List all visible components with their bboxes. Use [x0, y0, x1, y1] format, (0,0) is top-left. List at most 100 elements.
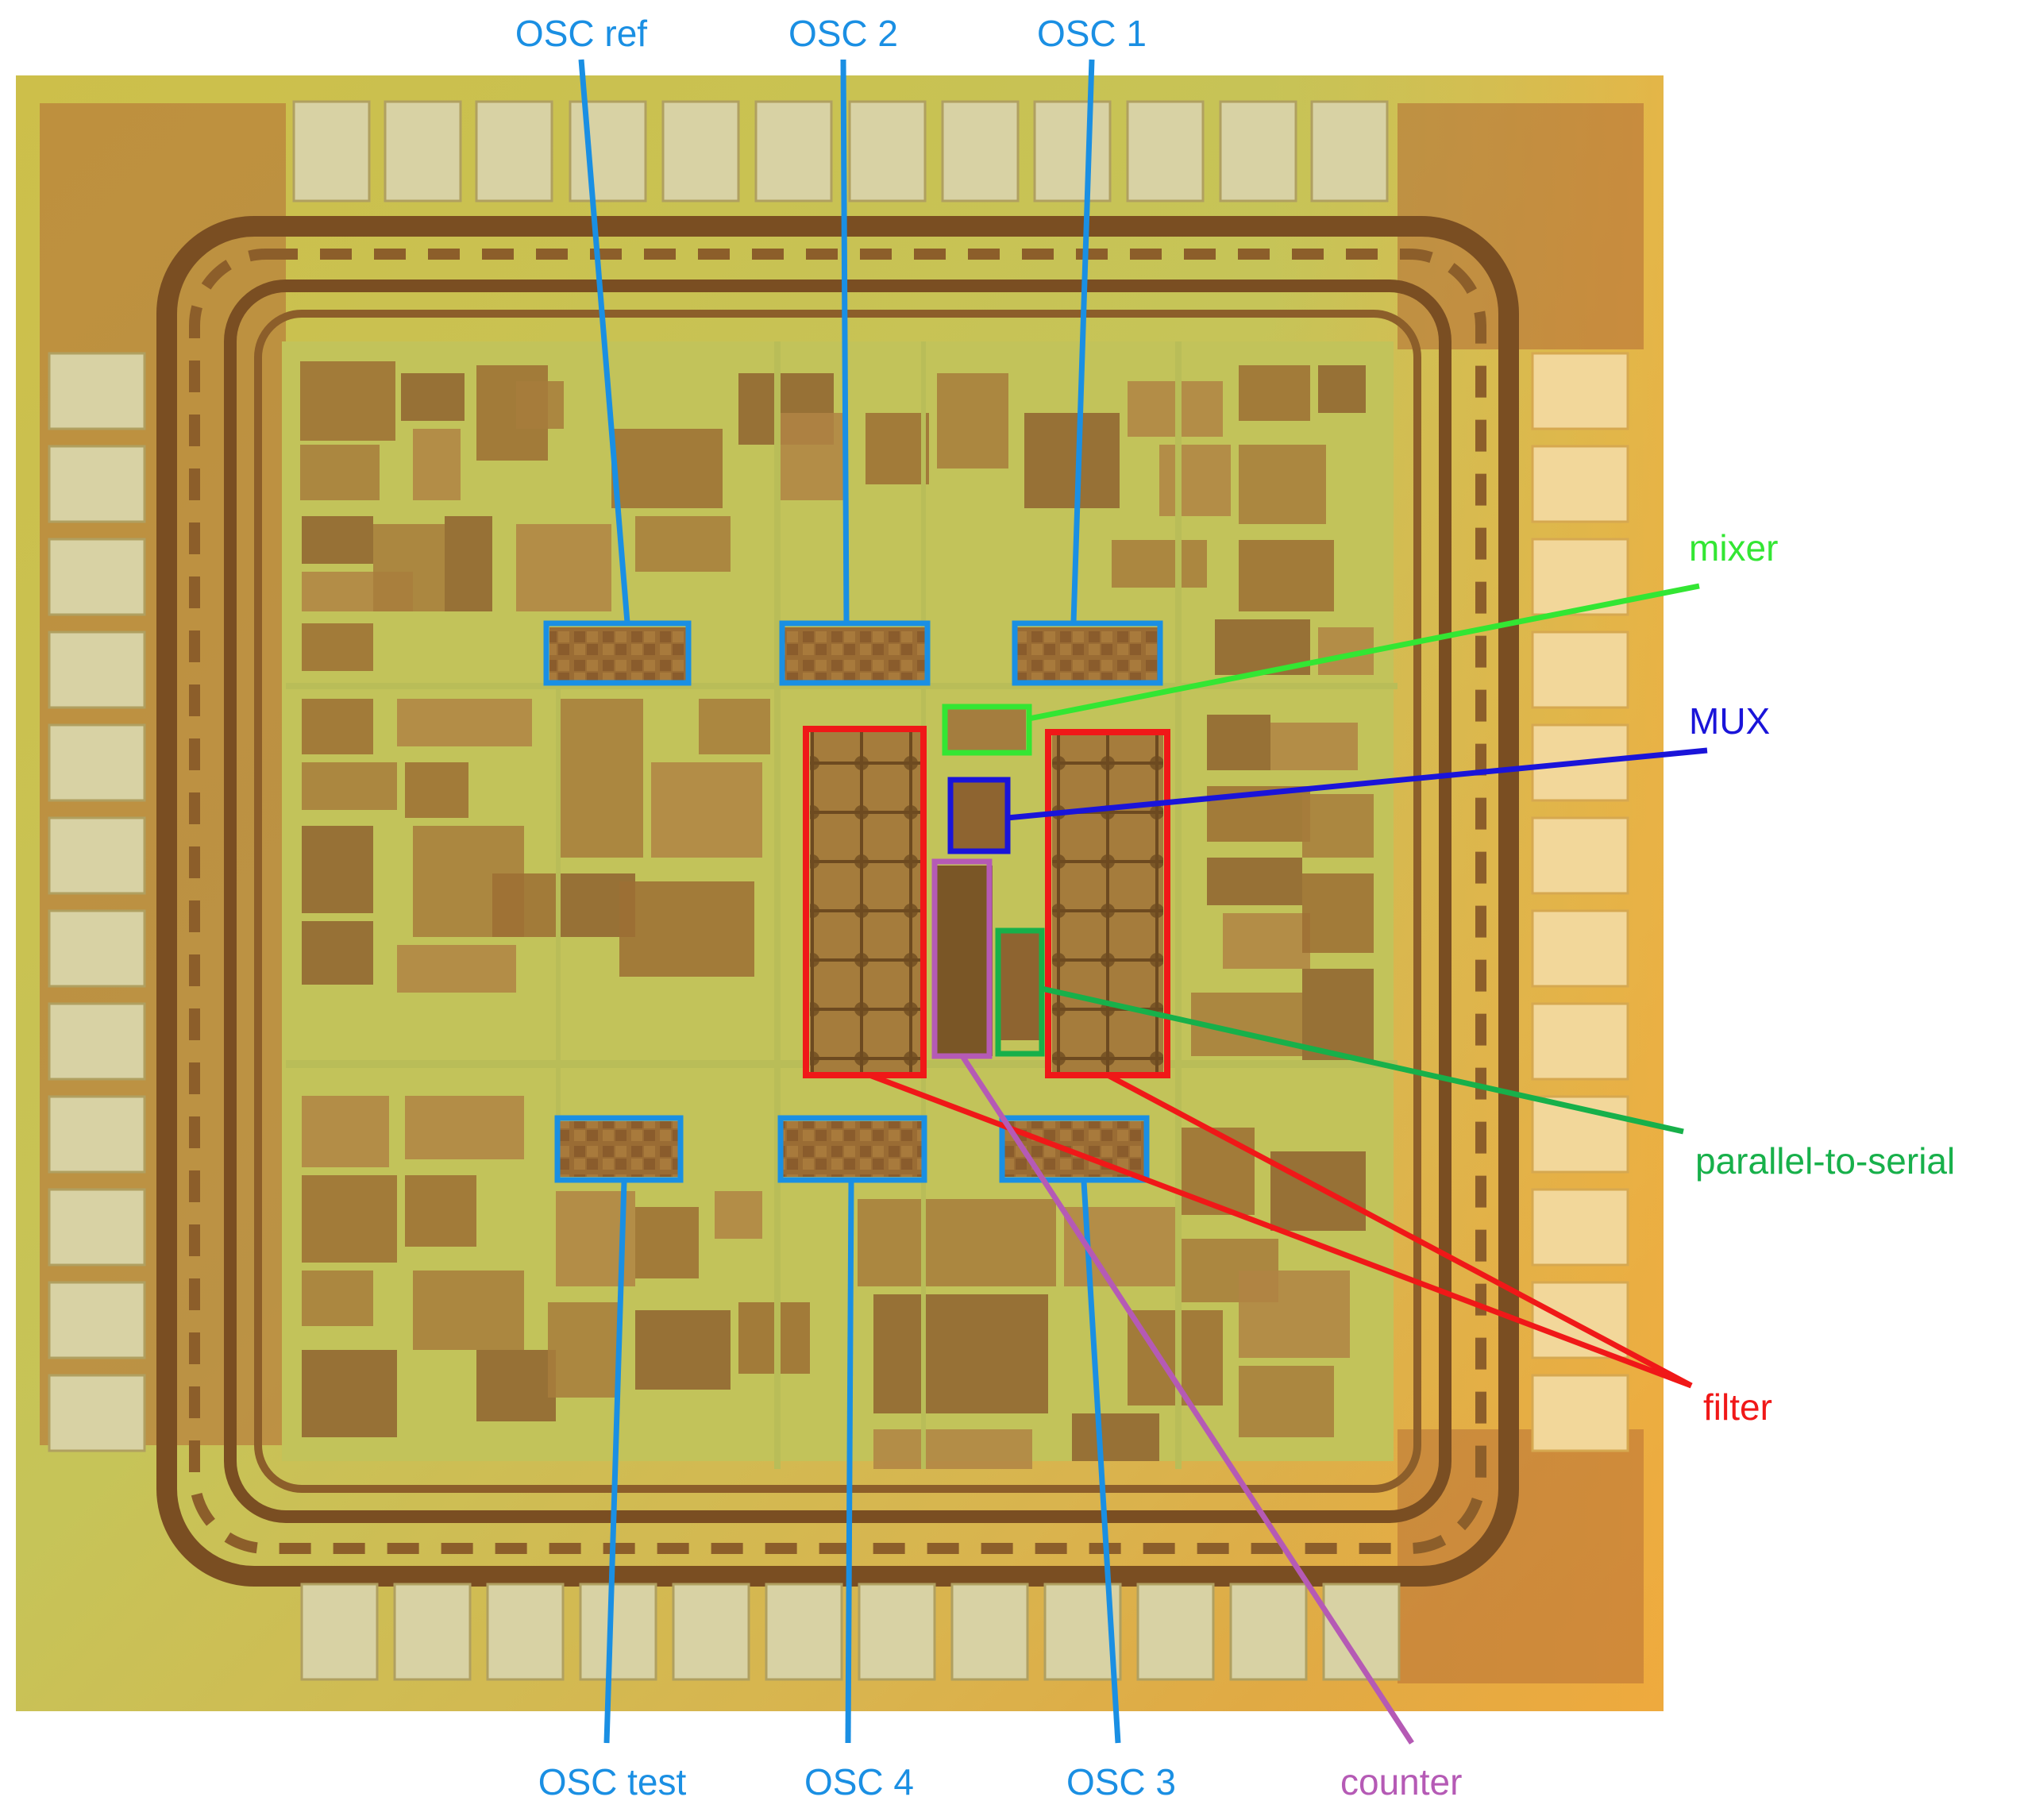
- circuit-block: [476, 1350, 556, 1421]
- circuit-block: [1064, 1207, 1175, 1286]
- circuit-block: [937, 373, 1008, 468]
- counter-box: [931, 858, 993, 1059]
- bond-pad-left: [48, 1281, 146, 1359]
- bond-pad-top: [1310, 100, 1389, 202]
- mixer-box: [942, 704, 1032, 756]
- circuit-block: [300, 445, 380, 500]
- die-corner-br: [1398, 1429, 1644, 1683]
- bond-pad-top: [848, 100, 927, 202]
- circuit-block: [405, 762, 468, 818]
- function-leader-lines: [868, 583, 1708, 1745]
- circuit-block: [302, 1175, 397, 1263]
- circuit-block: [401, 373, 465, 421]
- circuit-block: [1239, 1271, 1350, 1358]
- mixer-leader: [1028, 583, 1700, 722]
- osc-test-label: OSC test: [538, 1761, 687, 1803]
- circuit-block: [556, 699, 643, 858]
- circuit-block: [619, 881, 754, 977]
- circuit-block: [1175, 1128, 1255, 1215]
- osc-2-label: OSC 2: [788, 13, 898, 54]
- circuit-block: [635, 516, 731, 572]
- annotation-boxes: [543, 620, 1170, 1183]
- mux-cell: [950, 782, 1008, 850]
- circuit-block: [405, 1175, 476, 1247]
- osc-2-box: [779, 620, 931, 686]
- bond-pad-left: [48, 1002, 146, 1081]
- bond-pad-left: [48, 630, 146, 709]
- pts-cell: [1000, 933, 1040, 1040]
- filter-cell-left: [810, 732, 921, 1074]
- routing-trace: [774, 341, 781, 1469]
- bond-pad-left: [48, 909, 146, 988]
- bond-pad-bottom: [393, 1583, 472, 1681]
- bond-pad-bottom: [765, 1583, 843, 1681]
- osc-cells: [549, 627, 1158, 1177]
- mux-leader: [1007, 747, 1708, 821]
- bond-pad-left: [48, 1095, 146, 1174]
- circuit-block: [1270, 723, 1358, 770]
- circuit-block: [1159, 445, 1231, 516]
- bond-pad-bottom: [950, 1583, 1029, 1681]
- circuit-block: [302, 1096, 389, 1167]
- mixer-label: mixer: [1689, 527, 1778, 569]
- bond-pad-bottom: [300, 1583, 379, 1681]
- osc-4-cell: [781, 1121, 923, 1177]
- osc-2-leader: [840, 59, 850, 623]
- filter-cells: [810, 708, 1163, 1074]
- circuit-block: [635, 1310, 731, 1390]
- osc-ref-cell: [549, 627, 688, 681]
- circuit-block: [858, 1199, 1056, 1286]
- circuit-block: [302, 1271, 373, 1326]
- circuit-block: [1072, 1413, 1159, 1461]
- osc-3-label: OSC 3: [1066, 1761, 1176, 1803]
- bond-pad-left: [48, 352, 146, 430]
- circuit-block: [1207, 715, 1270, 770]
- circuit-block: [774, 413, 846, 500]
- bond-pad-top: [384, 100, 462, 202]
- osc-4-label: OSC 4: [804, 1761, 914, 1803]
- bond-pad-bottom: [486, 1583, 565, 1681]
- filter-leader-right: [1106, 1072, 1693, 1389]
- bond-pad-right: [1531, 445, 1629, 523]
- guard-ring-dashed: [189, 249, 1486, 1554]
- bond-pad-left: [48, 723, 146, 802]
- circuit-blocks: [286, 341, 1398, 1469]
- osc-leader-lines: [578, 59, 1121, 1744]
- circuit-block: [866, 413, 929, 484]
- circuit-block: [873, 1429, 1032, 1469]
- circuit-block: [300, 361, 395, 441]
- circuit-block: [1024, 413, 1120, 508]
- circuit-block: [651, 762, 762, 858]
- circuit-block: [1239, 540, 1334, 611]
- filter-label: filter: [1703, 1386, 1772, 1428]
- circuit-block: [302, 921, 373, 985]
- circuit-block: [715, 1191, 762, 1239]
- guard-ring-outer: [156, 216, 1519, 1587]
- bond-pad-top: [1219, 100, 1297, 202]
- bond-pad-bottom: [1136, 1583, 1215, 1681]
- routing-trace: [1175, 341, 1182, 1469]
- bond-pad-right: [1531, 1188, 1629, 1267]
- bond-pad-right: [1531, 1374, 1629, 1452]
- bond-pad-top: [569, 100, 647, 202]
- osc-3-box: [999, 1115, 1150, 1183]
- bond-pad-right: [1531, 630, 1629, 709]
- circuit-block: [1223, 913, 1310, 969]
- circuit-block: [1239, 365, 1310, 421]
- circuit-block: [302, 762, 397, 810]
- labels: OSC ref OSC 2 OSC 1 OSC test OSC 4 OSC 3…: [515, 13, 1955, 1803]
- osc-test-leader: [603, 1181, 627, 1744]
- circuit-block: [516, 381, 564, 429]
- bond-pad-bottom: [1229, 1583, 1308, 1681]
- bond-pad-right: [1531, 723, 1629, 802]
- osc-ref-label: OSC ref: [515, 13, 647, 54]
- bond-pad-bottom: [858, 1583, 936, 1681]
- bond-pad-right: [1531, 1002, 1629, 1081]
- circuit-block: [373, 524, 445, 611]
- mux-label: MUX: [1689, 700, 1770, 742]
- routing-trace: [556, 683, 561, 1175]
- circuit-block: [397, 699, 532, 746]
- bond-pad-left: [48, 538, 146, 616]
- filter-box-left: [803, 726, 927, 1078]
- circuit-block: [873, 1294, 1048, 1413]
